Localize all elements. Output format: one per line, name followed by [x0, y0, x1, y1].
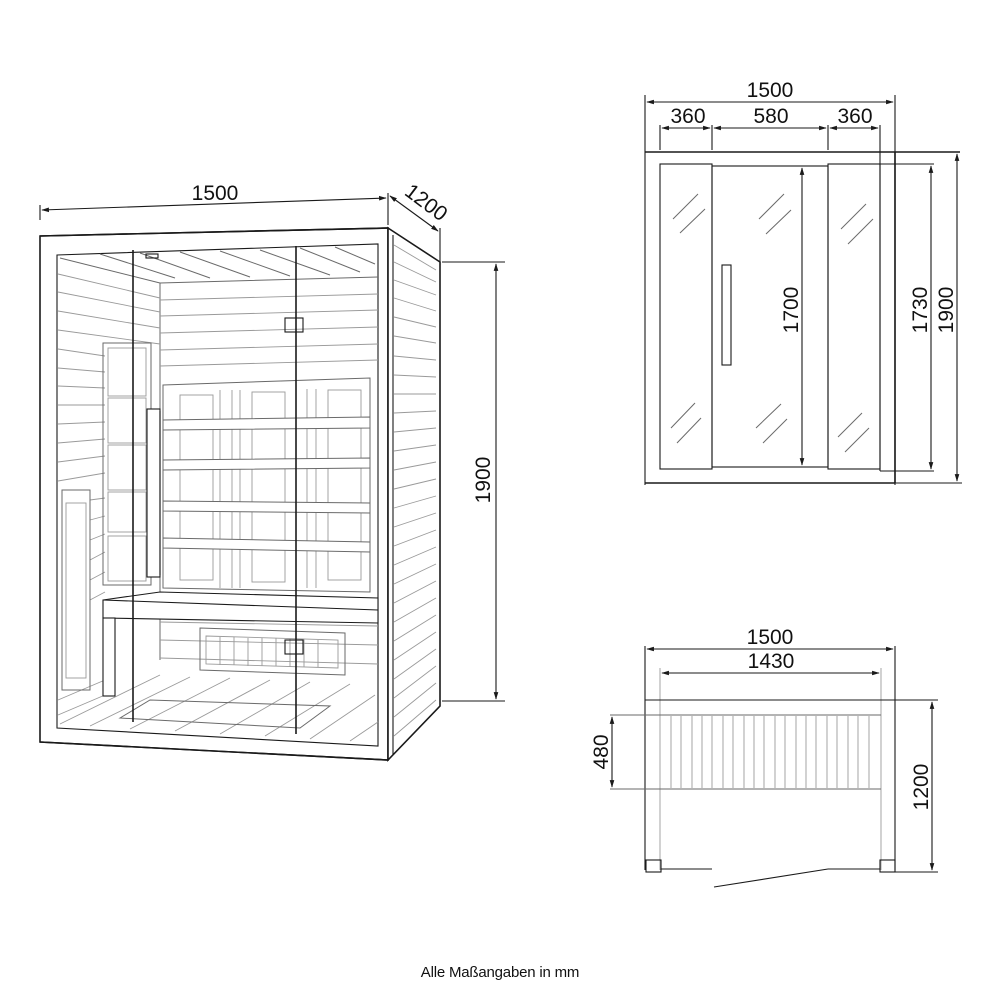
perspective-depth-label: 1200	[400, 180, 451, 226]
glass-front	[132, 246, 304, 734]
front-total-height-label: 1900	[935, 287, 958, 334]
glass-reflection-marks	[670, 193, 874, 453]
back-wall-planks	[159, 293, 379, 665]
right-corner-post	[879, 859, 896, 873]
door-glass-panel[interactable]	[711, 165, 829, 468]
bench	[102, 591, 379, 697]
cabin-front-frame	[39, 227, 389, 761]
units-caption: Alle Maßangaben in mm	[420, 964, 580, 981]
door-height-label: 1700	[780, 287, 803, 334]
top-outer-width-label: 1500	[747, 626, 794, 649]
ceiling-planks	[59, 246, 376, 284]
cabin-side-wall	[387, 226, 441, 762]
perspective-width-dimension: 1500	[39, 182, 389, 225]
door-handle[interactable]	[146, 408, 161, 578]
left-panel-width-label: 360	[670, 105, 705, 128]
perspective-height-label: 1900	[472, 457, 495, 504]
right-panel-width-label: 360	[837, 105, 872, 128]
door-swing-line	[713, 868, 829, 888]
glass-height-label: 1730	[909, 287, 932, 334]
top-depth-label: 1200	[910, 764, 933, 811]
backrest-slats	[162, 416, 371, 553]
front-elevation-view: 1500 360 580 360	[644, 79, 962, 485]
floor-grate	[118, 699, 332, 729]
side-wall-planks	[393, 244, 437, 737]
front-width-dimensions: 1500 360 580 360	[644, 79, 896, 485]
front-door-handle[interactable]	[721, 264, 732, 366]
door-width-label: 580	[753, 105, 788, 128]
top-plan-view: 1500 1430	[590, 626, 938, 888]
floor-planks	[59, 674, 379, 742]
cabin-interior-opening	[56, 243, 379, 747]
perspective-height-dimension: 1900	[442, 261, 505, 702]
perspective-view: 1500 1200	[39, 180, 505, 762]
left-foot-infrared-panel	[61, 489, 91, 691]
left-corner-post	[645, 859, 662, 873]
perspective-width-label: 1500	[192, 182, 239, 205]
top-bench	[610, 714, 881, 790]
front-total-width-label: 1500	[747, 79, 794, 102]
upper-hinge	[284, 317, 304, 333]
left-wall-infrared-panel	[102, 342, 152, 586]
left-wall-planks	[57, 273, 161, 716]
bench-depth-label: 480	[590, 734, 613, 769]
right-glass-panel	[827, 163, 881, 470]
lower-hinge	[284, 639, 304, 655]
top-inner-width-label: 1430	[748, 650, 795, 673]
